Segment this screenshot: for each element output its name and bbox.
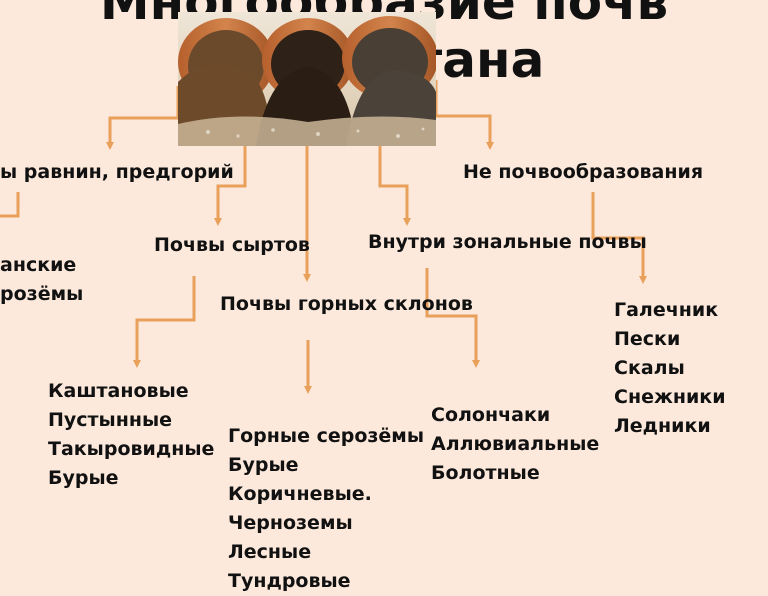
list-mountains: Горные серозёмы Бурые Коричневые. Черноз… [228, 422, 424, 596]
list-item: Болотные [431, 462, 540, 484]
list-item: Бурые [228, 454, 299, 476]
category-plains: ы равнин, предгорий [0, 161, 234, 183]
connector-arrows [0, 80, 647, 394]
list-item: Такыровидные [48, 438, 215, 460]
category-non-soil: Не почвообразования [463, 161, 704, 183]
list-item: розёмы [0, 283, 84, 305]
list-item: Бурые [48, 467, 119, 489]
list-item: Снежники [614, 386, 726, 408]
list-item: Пески [614, 328, 681, 350]
list-item: Аллювиальные [431, 433, 600, 455]
list-deserts: Каштановые Пустынные Такыровидные Бурые [48, 377, 214, 493]
list-item: Черноземы [228, 512, 353, 534]
list-plains: анские розёмы [0, 251, 83, 309]
list-non-soil: Галечник Пески Скалы Снежники Ледники [614, 296, 726, 441]
category-mountains: Почвы горных склонов [220, 293, 473, 315]
list-item: Каштановые [48, 380, 189, 402]
list-item: Ледники [614, 415, 711, 437]
category-deserts: Почвы сыртов [154, 234, 310, 256]
arrow-intrazonal-down [425, 268, 480, 368]
category-intrazonal: Внутри зональные почвы [368, 231, 647, 253]
list-intrazonal: Солончаки Аллювиальные Болотные [431, 401, 599, 488]
list-item: Галечник [614, 299, 719, 321]
arrow-to-intrazonal [378, 146, 411, 226]
arrow-non-soil-down [591, 192, 647, 284]
soil-pots-image [178, 12, 436, 146]
list-item: Горные серозёмы [228, 425, 425, 447]
list-item: Солончаки [431, 404, 551, 426]
arrow-plains-down [0, 192, 20, 218]
list-item: Пустынные [48, 409, 173, 431]
list-item: Коричневые. [228, 483, 372, 505]
list-item: Скалы [614, 357, 685, 379]
arrow-to-deserts [214, 146, 247, 226]
arrow-to-plains [106, 86, 180, 150]
list-item: Лесные [228, 541, 312, 563]
list-item: анские [0, 254, 77, 276]
arrow-deserts-down [133, 276, 196, 368]
arrow-to-non-soil [434, 80, 494, 150]
list-item: Тундровые [228, 570, 351, 592]
